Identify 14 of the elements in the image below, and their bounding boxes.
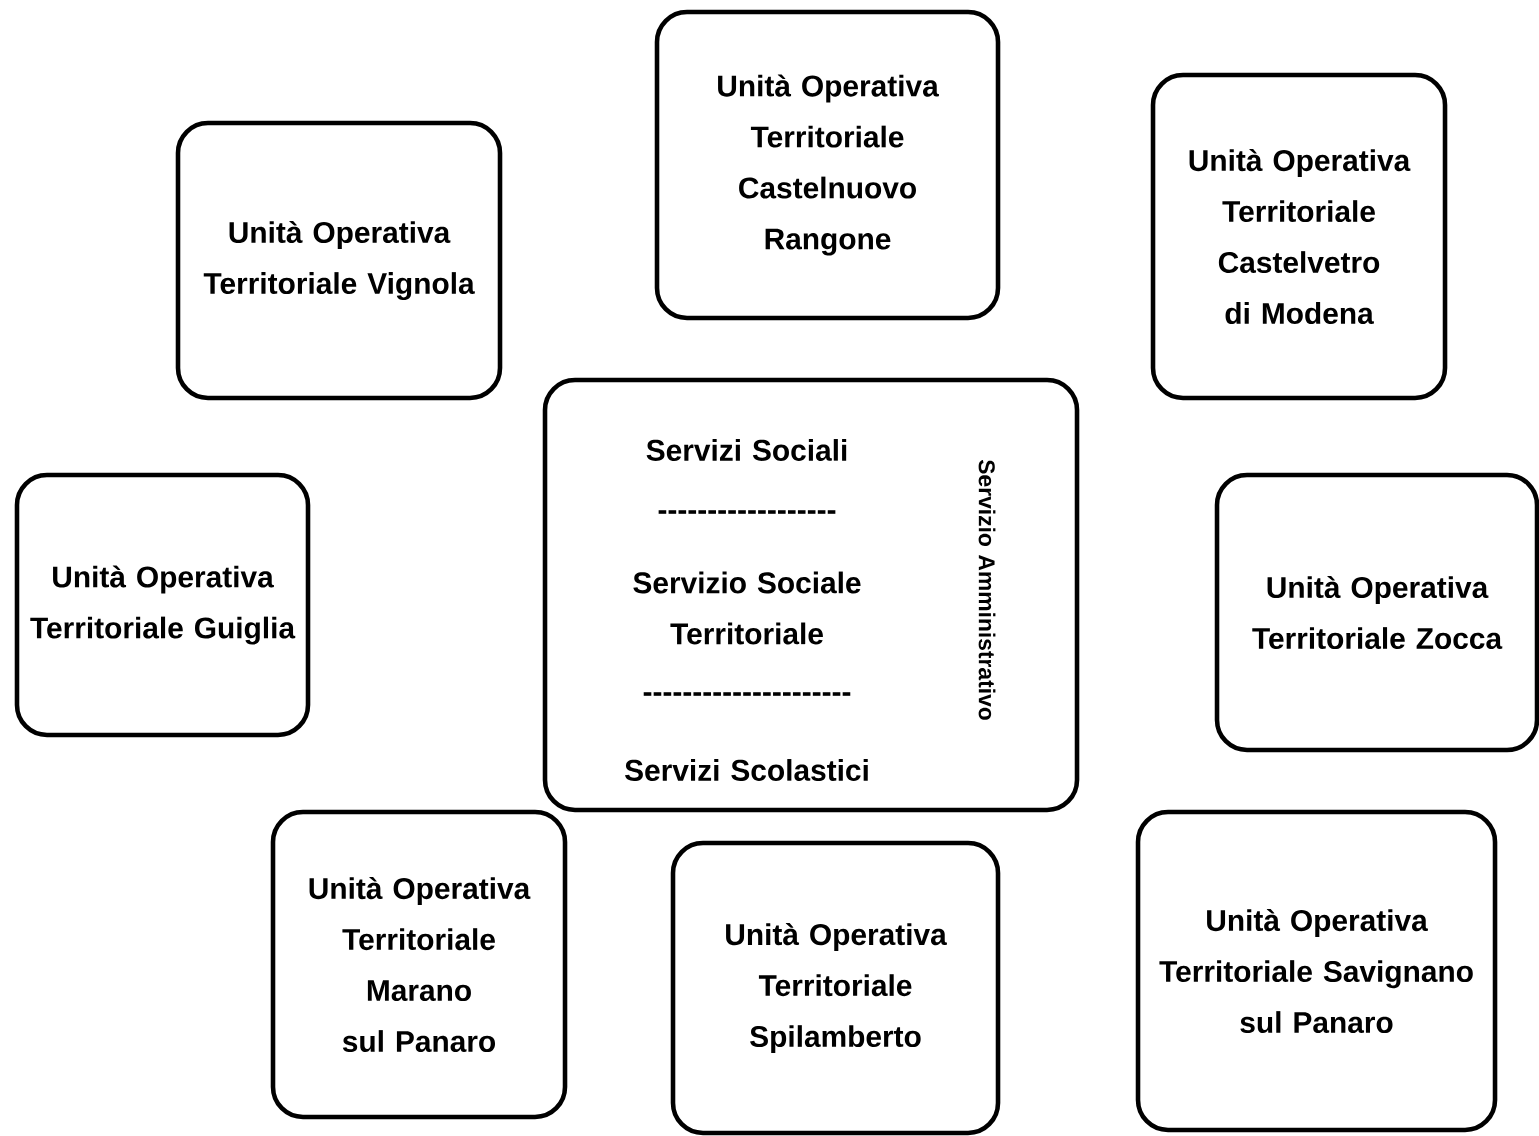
- vertical-label: Servizio Amministrativo: [978, 459, 996, 720]
- unit-box: Unità Operativa Territoriale Spilamberto: [670, 840, 1001, 1136]
- separator-text: ---------------------: [643, 692, 851, 696]
- unit-box: Unità Operativa Territoriale Castelnuovo Rangone: [654, 9, 1001, 321]
- separator-text: ------------------: [658, 510, 836, 514]
- section-title: Servizi Scolastici: [625, 759, 868, 781]
- unit-box: Unità Operativa Territoriale Guiglia: [14, 472, 311, 738]
- unit-box: Unità Operativa Territoriale Castelvetro di Modena: [1150, 72, 1448, 401]
- section-title: Servizi Sociali: [646, 439, 847, 461]
- unit-box: Unità Operativa Territoriale Savignano sul Panaro: [1135, 809, 1498, 1133]
- unit-box: Unità Operativa Territoriale Vignola: [175, 120, 503, 401]
- section-title: Servizio Sociale Territoriale: [633, 571, 861, 645]
- unit-box: Unità Operativa Territoriale Marano sul Panaro: [270, 809, 568, 1120]
- unit-box: Unità Operativa Territoriale Zocca: [1214, 472, 1539, 753]
